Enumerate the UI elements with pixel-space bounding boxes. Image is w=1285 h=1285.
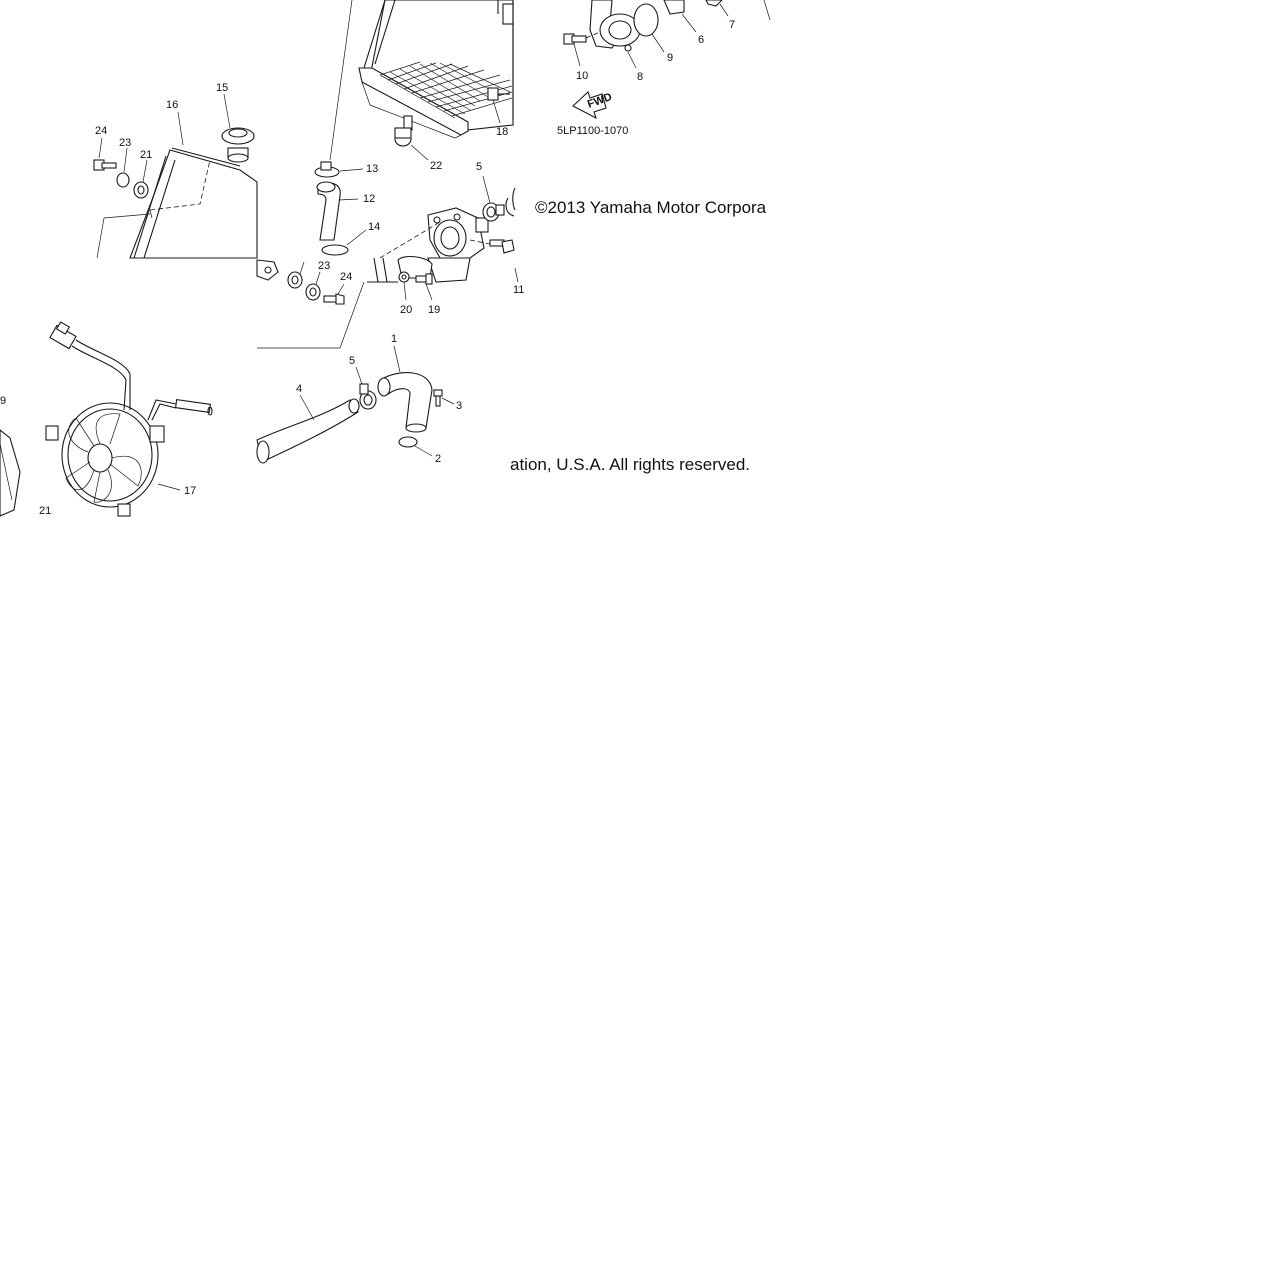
lower-hose (256, 398, 360, 464)
callout-6: 6 (698, 34, 704, 46)
callout-21-lower: 21 (39, 505, 51, 517)
callout-18: 18 (496, 126, 508, 138)
radiator-mount (256, 259, 345, 305)
callout-7: 7 (729, 19, 735, 31)
callout-16: 16 (166, 99, 178, 111)
callout-23-lower: 23 (318, 260, 330, 272)
water-pump-housing (427, 207, 489, 259)
radiator-cap (221, 127, 255, 163)
callout-19: 19 (428, 304, 440, 316)
callout-9: 9 (667, 52, 673, 64)
callout-4: 4 (296, 383, 302, 395)
fan-wiring (49, 321, 213, 421)
callout-10: 10 (576, 70, 588, 82)
callout-11: 11 (513, 284, 524, 296)
thermostat-cover (589, 0, 641, 52)
copyright-text-part2: ation, U.S.A. All rights reserved. (510, 455, 750, 474)
callout-9-partial: 9 (0, 395, 6, 407)
radiator-mesh (379, 61, 513, 119)
callout-17: 17 (184, 485, 196, 497)
callout-22: 22 (430, 160, 442, 172)
callout-20: 20 (400, 304, 412, 316)
copyright-text-part1: ©2013 Yamaha Motor Corpora (535, 198, 767, 217)
callout-24-lower: 24 (340, 271, 352, 283)
callout-15: 15 (216, 82, 228, 94)
cooling-fan (45, 402, 165, 517)
radiator-core (358, 0, 514, 139)
drain-plug (394, 115, 413, 147)
bypass-hose (377, 372, 433, 433)
callout-14: 14 (368, 221, 380, 233)
callout-13: 13 (366, 163, 378, 175)
callout-21-upper: 21 (140, 149, 152, 161)
callout-12: 12 (363, 193, 375, 205)
callout-5-lower: 5 (349, 355, 355, 367)
callout-24-upper: 24 (95, 125, 107, 137)
radiator-hose (316, 181, 341, 241)
callout-8: 8 (637, 71, 643, 83)
hose-clamp (314, 161, 340, 178)
callout-5-upper: 5 (476, 161, 482, 173)
callout-3: 3 (456, 400, 462, 412)
bolt (469, 239, 515, 254)
radiator-tank-left (129, 147, 258, 259)
callout-1: 1 (391, 333, 397, 345)
diagram-code: 5LP1100-1070 (557, 125, 628, 137)
callout-23-upper: 23 (119, 137, 131, 149)
callout-2: 2 (435, 453, 441, 465)
